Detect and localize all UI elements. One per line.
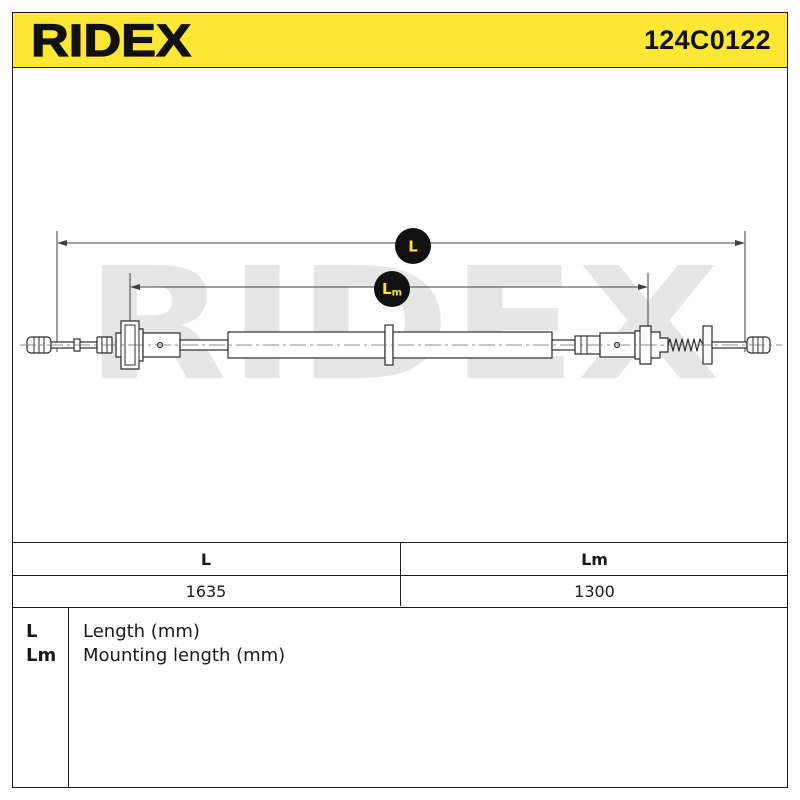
length-marker-label: L [408, 238, 418, 256]
mounting-length-marker: Lm [374, 271, 410, 307]
table-cell-mounting-length: 1300 [400, 576, 788, 606]
legend-divider [68, 608, 69, 787]
mounting-length-arrow-left [130, 284, 140, 290]
legend-item-mounting-length: Lm Mounting length (mm) [12, 643, 788, 667]
legend: L Length (mm) Lm Mounting length (mm) [12, 608, 788, 787]
mounting-length-marker-main: L [382, 280, 392, 298]
return-spring [667, 338, 704, 352]
length-arrow-left [57, 240, 67, 246]
legend-symbol: Lm [26, 644, 57, 666]
table-header-length: L [200, 549, 212, 569]
table-header-row: L Lm [12, 543, 788, 576]
legend-description: Length (mm) [83, 620, 200, 642]
technical-drawing: RIDEX L Lm [13, 68, 787, 542]
cable-diagram: RIDEX L Lm [20, 228, 782, 415]
length-marker-circle [395, 228, 431, 264]
header-band: RIDEX 124C0122 [12, 12, 788, 68]
legend-symbol: L [26, 620, 38, 642]
mounting-length-arrow-right [638, 284, 648, 290]
length-marker: L [395, 228, 431, 264]
brand-logo: RIDEX [30, 14, 191, 66]
legend-item-length: L Length (mm) [12, 619, 788, 643]
brand-logo-text: RIDEX [31, 15, 191, 66]
dimensions-table: L Lm 1635 1300 [12, 542, 788, 608]
mounting-length-marker-label: Lm [382, 280, 402, 299]
part-number: 124C0122 [643, 25, 771, 55]
watermark-text: RIDEX [85, 234, 720, 415]
mounting-length-marker-circle [374, 271, 410, 307]
table-header-mounting-length: Lm [400, 543, 788, 575]
table-cell-length: 1635 [185, 581, 227, 601]
table-row: 1635 1300 [12, 576, 788, 606]
length-arrow-right [735, 240, 745, 246]
legend-description: Mounting length (mm) [83, 644, 286, 666]
brake-cable [20, 320, 782, 370]
mounting-length-marker-sub: m [392, 288, 402, 299]
